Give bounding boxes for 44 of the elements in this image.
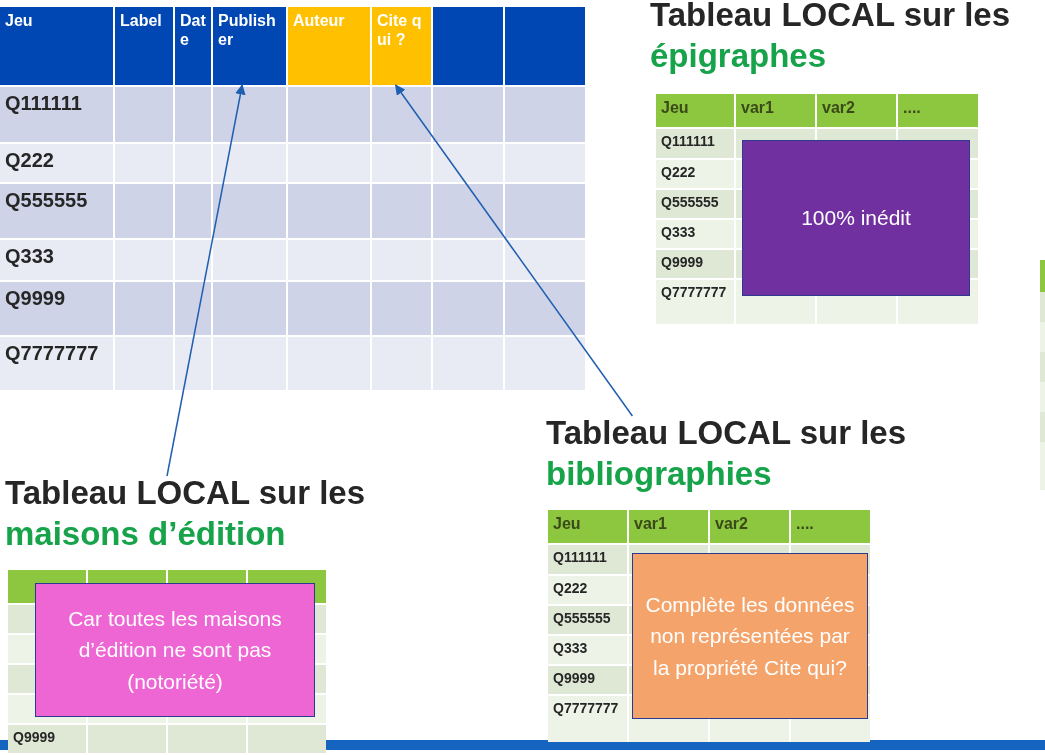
table-cell: Q111111 — [656, 129, 734, 158]
callout-box: Car toutes les maisons d’édition ne sont pas (notoriété) — [35, 583, 315, 717]
table-cell: Q555555 — [656, 190, 734, 218]
callout-box: Complète les données non représentées par la propriété Cite qui? — [632, 553, 868, 719]
header-cell: var2 — [710, 510, 789, 543]
header-cell: Cite qui ? — [372, 7, 431, 85]
table-cell: Q333 — [0, 240, 113, 280]
header-cell: var1 — [629, 510, 708, 543]
table-cell: Q9999 — [8, 725, 86, 753]
heading-text: Tableau LOCAL sur les — [650, 0, 1011, 35]
arrow — [166, 83, 246, 477]
header-cell: Auteur — [288, 7, 370, 85]
table-cell: Q222 — [548, 576, 627, 604]
table-cell: Q9999 — [0, 282, 113, 335]
header-cell: Jeu — [656, 94, 734, 127]
table-cell: Q111111 — [548, 545, 627, 574]
table-cell: Q9999 — [548, 666, 627, 694]
header-cell: .... — [898, 94, 978, 127]
arrow — [394, 84, 634, 417]
heading-text: Tableau LOCAL sur les — [546, 413, 907, 453]
header-cell: var1 — [736, 94, 815, 127]
header-cell: Label — [115, 7, 173, 85]
table-cell: Q7777777 — [656, 280, 734, 324]
heading-text: bibliographies — [546, 454, 773, 495]
header-cell: var2 — [817, 94, 896, 127]
header-cell: Jeu — [548, 510, 627, 543]
table-cell: Q7777777 — [0, 337, 113, 390]
heading-text: épigraphes — [650, 36, 828, 77]
table-cell: Q222 — [0, 144, 113, 182]
callout-box: 100% inédit — [742, 140, 970, 296]
heading-text: maisons d’édition — [5, 514, 287, 555]
table-cell: Q333 — [656, 220, 734, 248]
table-cell: Q111111 — [0, 87, 113, 142]
table-cell: Q222 — [656, 160, 734, 188]
table-cell: Q555555 — [0, 184, 113, 238]
header-cell: Jeu — [0, 7, 113, 85]
table-cell: Q9999 — [656, 250, 734, 278]
table-cell: Q333 — [548, 636, 627, 664]
header-cell: Publisher — [213, 7, 286, 85]
heading-text: Tableau LOCAL sur les — [5, 473, 366, 513]
table-cell: Q7777777 — [548, 696, 627, 742]
header-cell: .... — [791, 510, 870, 543]
header-cell: Date — [175, 7, 211, 85]
table-cell: Q555555 — [548, 606, 627, 634]
